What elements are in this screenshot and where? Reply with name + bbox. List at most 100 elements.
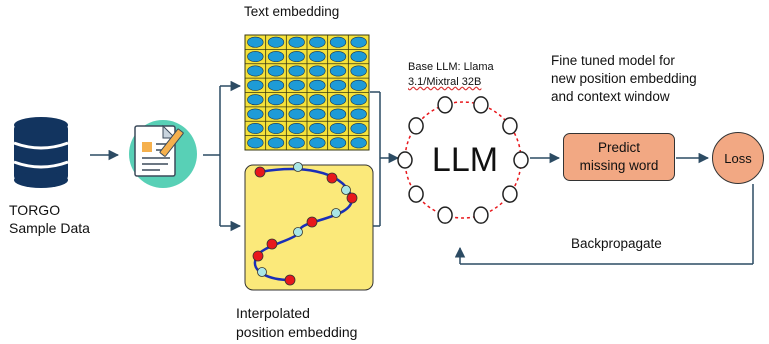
embedding-cell: [350, 36, 367, 48]
interp-label-line: position embedding: [236, 324, 358, 340]
embedding-cell: [329, 51, 347, 63]
embedding-cell: [309, 79, 326, 91]
predict-label-line: Predict: [597, 140, 641, 155]
embedding-cell: [267, 108, 285, 120]
embedding-cell: [267, 79, 285, 91]
merge-arrows-to-llm: [370, 91, 400, 227]
base-llm-label-line: 3.1/Mixtral 32B: [408, 76, 482, 88]
fine-tuned-label-line: Fine tuned model for: [551, 53, 675, 68]
llm-node: [437, 206, 453, 224]
predict-missing-word-box: Predict missing word: [563, 133, 675, 181]
torgo-data-label: TORGO Sample Data: [9, 201, 90, 237]
embedding-cell: [247, 65, 264, 77]
embedding-cell: [350, 137, 367, 149]
embedding-cell: [267, 65, 285, 77]
embedding-cell: [309, 51, 326, 63]
embedding-cell: [350, 122, 367, 134]
embedding-cell: [247, 79, 264, 91]
llm-node: [502, 185, 518, 203]
interp-point: [254, 166, 266, 178]
predict-label-line: missing word: [579, 158, 659, 173]
embedding-cell: [309, 108, 326, 120]
embedding-cell: [350, 79, 367, 91]
embedding-cell: [247, 137, 264, 149]
embedding-cell: [309, 94, 326, 106]
llm-node: [502, 117, 518, 135]
embedding-cell: [329, 137, 347, 149]
fine-tuned-label-line: new position embedding: [551, 71, 697, 86]
interp-point: [284, 274, 296, 286]
backprop-loop: [454, 184, 754, 265]
llm-node: [473, 206, 489, 224]
document-edit-icon: [129, 120, 197, 188]
llm-node: [473, 96, 489, 114]
llm-node: [408, 185, 424, 203]
base-llm-label: Base LLM: Llama 3.1/Mixtral 32B: [408, 60, 494, 90]
interpolation-curve: [253, 167, 354, 282]
embedding-cell: [329, 122, 347, 134]
embedding-cell: [247, 122, 264, 134]
interp-point: [346, 192, 358, 204]
embedding-cell: [350, 65, 367, 77]
embedding-cell: [267, 122, 285, 134]
embedding-cell: [288, 94, 305, 106]
embedding-cell: [309, 65, 326, 77]
embedding-cell: [329, 36, 347, 48]
embedding-cell: [350, 94, 367, 106]
embedding-cell: [288, 79, 305, 91]
database-icon: [13, 117, 69, 188]
embedding-cell: [247, 36, 264, 48]
torgo-label-line: Sample Data: [9, 220, 90, 236]
embedding-cell: [267, 51, 285, 63]
embedding-cell: [329, 94, 347, 106]
llm-node: [408, 117, 424, 135]
embedding-cell: [288, 137, 305, 149]
embedding-cell: [288, 51, 305, 63]
interp-point: [293, 227, 303, 237]
llm-node-ring: [397, 96, 529, 224]
text-embedding-label: Text embedding: [244, 4, 340, 19]
embedding-cell: [288, 36, 305, 48]
loss-label: Loss: [724, 150, 752, 166]
interp-point: [306, 216, 318, 228]
embedding-cell: [329, 79, 347, 91]
embedding-cell: [309, 137, 326, 149]
embedding-cell: [350, 108, 367, 120]
fork-arrows-to-embeddings: [203, 80, 242, 232]
interp-point: [331, 208, 341, 218]
fine-tuned-label: Fine tuned model for new position embedd…: [551, 52, 697, 106]
llm-label: LLM: [431, 141, 499, 179]
llm-node: [437, 96, 453, 114]
embedding-cell: [267, 137, 285, 149]
embedding-cell: [267, 94, 285, 106]
interp-point: [293, 162, 303, 172]
base-llm-label-line: Base LLM: Llama: [408, 61, 494, 73]
interp-point: [266, 238, 278, 250]
embedding-cell: [247, 108, 264, 120]
interpolated-position-label: Interpolated position embedding: [236, 304, 357, 342]
torgo-label-line: TORGO: [9, 202, 61, 218]
llm-node: [397, 151, 413, 169]
interp-point: [257, 267, 267, 277]
loss-node: Loss: [712, 132, 764, 184]
embedding-cell: [309, 122, 326, 134]
backpropagate-label: Backpropagate: [571, 236, 662, 251]
embedding-cell: [288, 65, 305, 77]
llm-node: [513, 151, 529, 169]
embedding-cell: [329, 65, 347, 77]
embedding-cell: [350, 51, 367, 63]
embedding-cell: [247, 51, 264, 63]
embedding-cell: [267, 36, 285, 48]
interp-label-line: Interpolated: [236, 305, 310, 321]
embedding-cell: [309, 36, 326, 48]
interp-point: [326, 172, 338, 184]
embedding-cell: [247, 94, 264, 106]
embedding-cell: [288, 122, 305, 134]
text-embedding-grid: [244, 34, 370, 151]
embedding-cell: [288, 108, 305, 120]
fine-tuned-label-line: and context window: [551, 89, 670, 104]
embedding-cell: [329, 108, 347, 120]
interp-point: [341, 185, 351, 195]
interp-point: [252, 250, 264, 262]
